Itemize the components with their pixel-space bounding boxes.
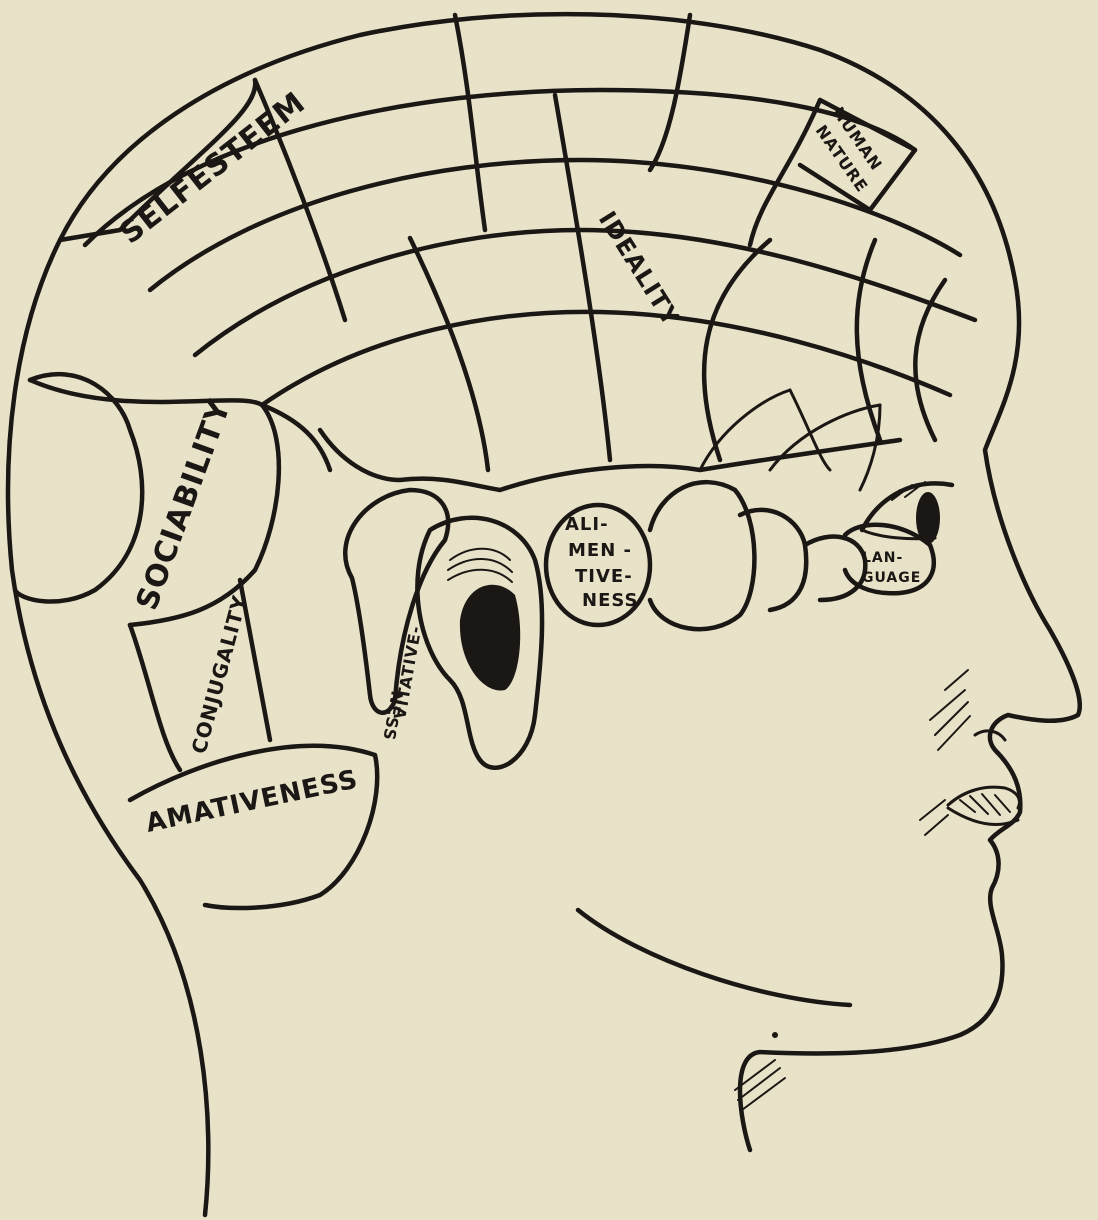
grid-divider-9 <box>913 277 948 443</box>
sociability-region-outer <box>27 377 282 628</box>
upper-lip <box>946 785 1021 810</box>
ear-outer <box>415 515 545 770</box>
brow-grid-4 <box>858 403 882 492</box>
selfesteem-band <box>57 77 258 243</box>
grid-divider-2 <box>452 12 488 233</box>
grid-arc-2 <box>147 157 963 293</box>
sociability-region <box>12 372 145 604</box>
grid-arc-1 <box>82 87 918 248</box>
brow-band-upper <box>317 427 903 493</box>
eye-upper-lid <box>859 481 955 533</box>
ink-speck <box>772 1032 778 1038</box>
grid-divider-8 <box>854 237 883 443</box>
alimentiveness-lobe <box>543 502 653 628</box>
language-lobe <box>842 522 936 596</box>
ear-inner-shade <box>459 584 521 691</box>
brow-lobe-1 <box>647 479 757 632</box>
lower-lip <box>946 806 1020 826</box>
label-sociability: SOCIABILITY <box>130 395 239 615</box>
grid-divider-4 <box>552 92 613 463</box>
grid-divider-5 <box>747 97 823 248</box>
grid-divider-3 <box>647 12 693 173</box>
label-conjugality: CONJUGALITY <box>187 592 252 756</box>
grid-divider-1 <box>252 77 348 323</box>
jaw-line <box>575 907 853 1008</box>
label-vitativeness-line2: NESS <box>379 689 407 742</box>
label-alimentiveness-line1: ALI- <box>565 514 609 535</box>
conjugality-region <box>127 622 183 773</box>
neck-hatching <box>734 1059 786 1111</box>
label-language-line1: LAN- <box>862 550 903 566</box>
grid-divider-7 <box>701 237 773 463</box>
occipital-divider <box>259 402 333 473</box>
grid-divider-6 <box>407 235 491 473</box>
brow-grid-2 <box>768 403 882 472</box>
head-outline <box>5 11 1082 1218</box>
human-nature-box <box>797 97 918 213</box>
eye-pupil <box>916 492 940 544</box>
nostril <box>973 729 1007 742</box>
label-alimentiveness-line3: TIVE- <box>575 566 633 587</box>
ear-hatching <box>447 547 513 583</box>
label-alimentiveness-line2: MEN - <box>568 540 632 561</box>
amativeness-region <box>127 743 380 911</box>
label-selfesteem: SELFESTEEM <box>113 85 312 251</box>
vitativeness-lobe <box>343 487 451 715</box>
label-language-line2: GUAGE <box>862 570 921 586</box>
grid-arc-4 <box>259 309 953 408</box>
lip-hatching <box>959 793 1011 816</box>
cheek-hatching <box>919 669 971 836</box>
eyelid-hatching <box>879 481 926 506</box>
brow-grid-1 <box>698 388 792 472</box>
brow-lobe-3 <box>802 534 868 603</box>
label-alimentiveness-line4: NESS <box>582 590 638 611</box>
conjugality-divider <box>237 577 273 743</box>
brow-grid-3 <box>788 388 832 472</box>
